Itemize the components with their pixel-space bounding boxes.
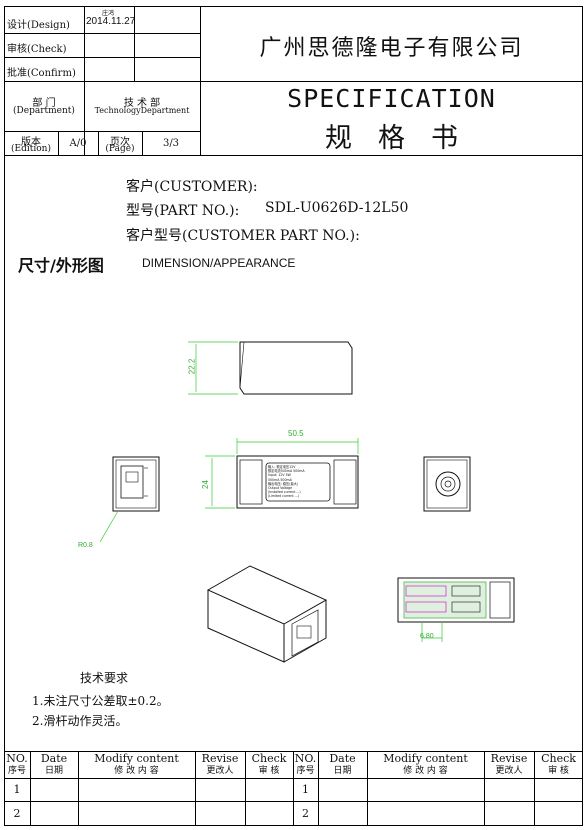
page-label: 页次 [110,137,130,148]
requirements-title: 技术要求 [80,671,129,685]
edition-label-en: (Edition) [11,144,51,154]
section-view-drawing [397,577,515,642]
dept-label: 部 门 [32,98,56,109]
company-name: 广州思德隆电子有限公司 [259,36,524,61]
model-label: 型号(PART NO.): [126,203,240,219]
col-header-no-2: NO.序号 [294,752,317,776]
edition-value: A/0 [69,138,87,149]
dept-value: 技 术 部 [123,98,161,109]
spec-title: SPECIFICATION [287,84,496,113]
section-title-cn: 尺寸/外形图 [18,256,104,275]
requirement-item-1: 1.未注尺寸公差取±0.2。 [32,694,169,708]
confirm-label: 批准(Confirm) [7,68,76,79]
design-name: 庄鸿 [102,10,115,17]
dim-small: 6.80 [420,633,434,640]
design-label: 设计(Design) [7,20,70,31]
design-date: 2014.11.27 [86,16,136,27]
left-end-view-drawing [100,456,160,543]
spec-title-cn: 规格书 [325,123,484,154]
page-value: 3/3 [162,138,180,149]
col-header-no: NO.序号 [6,752,28,776]
dim-note: R0.8 [78,542,93,549]
table-row-no: 1 [302,783,309,796]
right-end-view-drawing [423,456,471,512]
product-label: 输入: 额定电压12V 额定电流500mA 500mA Input: 12V 5… [268,465,305,499]
dept-value-en: TechnologyDepartment [94,106,190,115]
isometric-view-drawing [206,565,328,663]
dim-width: 24 [200,480,210,489]
table-row-no: 1 [13,783,21,796]
page-label-en: (Page) [105,144,135,154]
dim-height: 22.2 [187,358,197,375]
customer-label: 客户(CUSTOMER): [126,179,258,195]
table-row-no: 2 [302,807,309,820]
edition-label: 版本 [21,137,41,148]
front-view-drawing [205,438,359,509]
customer-part-label: 客户型号(CUSTOMER PART NO.): [126,228,360,244]
requirement-item-2: 2.滑杆动作灵活。 [32,714,128,728]
top-view-drawing [188,341,353,395]
table-row-no: 2 [13,807,21,820]
model-value: SDL-U0626D-12L50 [265,200,409,216]
section-title-en: DIMENSION/APPEARANCE [142,256,296,270]
check-label: 审核(Check) [7,44,67,55]
dept-label-en: (Department) [13,106,75,116]
dim-length: 50.5 [288,429,304,438]
